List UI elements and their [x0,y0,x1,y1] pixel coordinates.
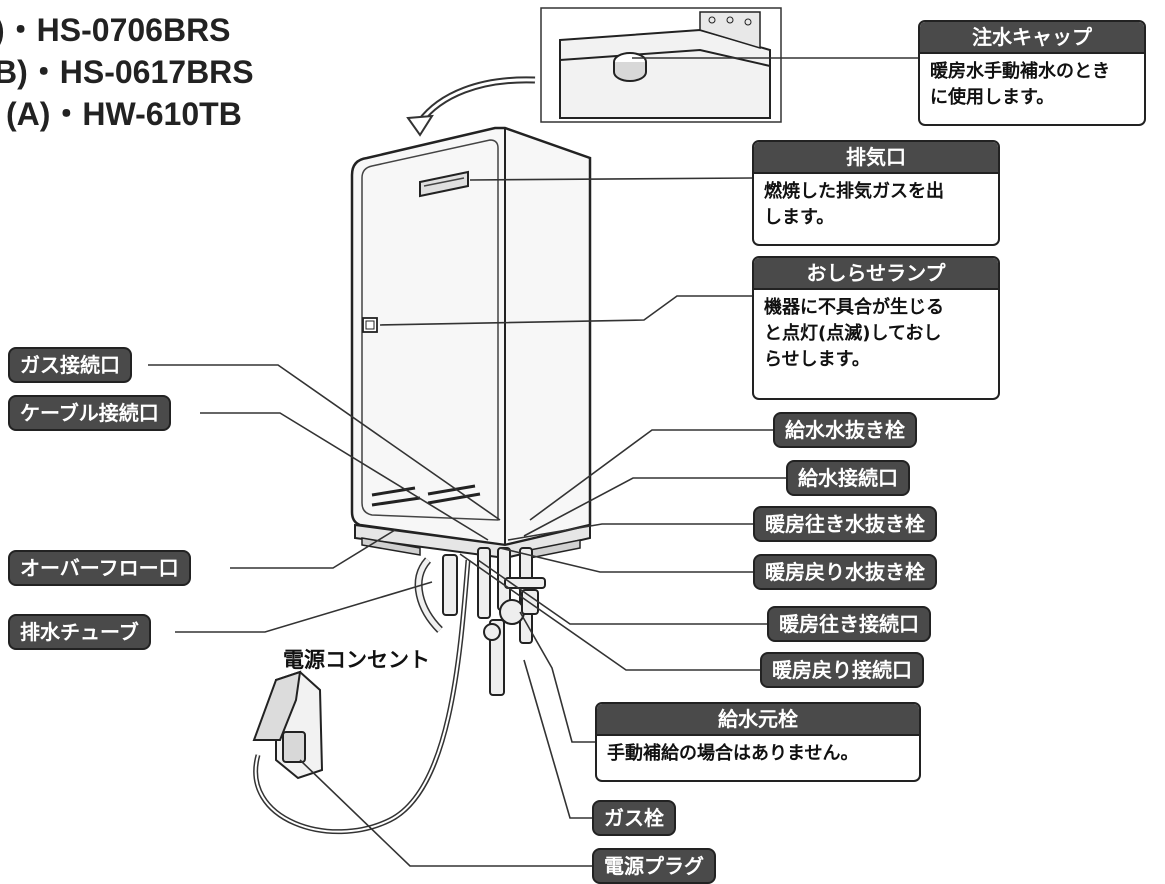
exhaust-desc-1: 燃焼した排気ガスを出 [764,181,944,202]
water-cap-desc-2: に使用します。 [930,87,1055,108]
leader-lines [148,57,918,867]
label-water-drain-plug: 給水水抜き栓 [773,412,917,448]
label-heating-out-drain: 暖房往き水抜き栓 [753,506,937,542]
supply-valve-callout: 給水元栓 手動補給の場合はありません。 [595,702,921,782]
notice-lamp-desc-1: 機器に不具合が生じる [764,297,944,318]
model-line-3: (A)・HW-610TB [6,96,242,132]
exhaust-title: 排気口 [754,142,998,174]
water-cap-inset [540,7,782,123]
model-line-2: B)・HS-0617BRS [0,54,254,90]
notice-lamp-desc-2: と点灯(点滅)しておし [764,323,942,344]
label-cable-connection: ケーブル接続口 [8,395,171,431]
notice-lamp-desc-3: らせします。 [764,349,870,370]
supply-valve-title: 給水元栓 [597,704,919,736]
label-power-plug: 電源プラグ [592,848,716,884]
model-line-1: )・HS-0706BRS [0,12,231,48]
label-power-outlet: 電源コンセント [283,648,430,672]
label-gas-cock: ガス栓 [592,800,676,836]
water-cap-callout: 注水キャップ 暖房水手動補水のとき に使用します。 [918,20,1146,126]
label-heating-return-connection: 暖房戻り接続口 [760,652,924,688]
power-outlet-illustration [252,559,471,835]
water-heater-unit [350,126,592,561]
exhaust-desc-2: します。 [764,207,835,228]
label-heating-return-drain: 暖房戻り水抜き栓 [753,554,937,590]
label-heating-out-connection: 暖房往き接続口 [767,606,931,642]
water-cap-desc-1: 暖房水手動補水のとき [930,61,1110,82]
supply-valve-desc-1: 手動補給の場合はありません。 [607,743,859,764]
notice-lamp-callout: おしらせランプ 機器に不具合が生じる と点灯(点滅)しておし らせします。 [752,256,1000,400]
label-gas-connection: ガス接続口 [8,347,132,383]
exhaust-callout: 排気口 燃焼した排気ガスを出 します。 [752,140,1000,246]
label-water-connection: 給水接続口 [786,460,910,496]
label-drain-tube: 排水チューブ [8,614,151,650]
water-cap-title: 注水キャップ [920,22,1144,54]
notice-lamp-title: おしらせランプ [754,258,998,290]
label-overflow: オーバーフロー口 [8,550,191,586]
